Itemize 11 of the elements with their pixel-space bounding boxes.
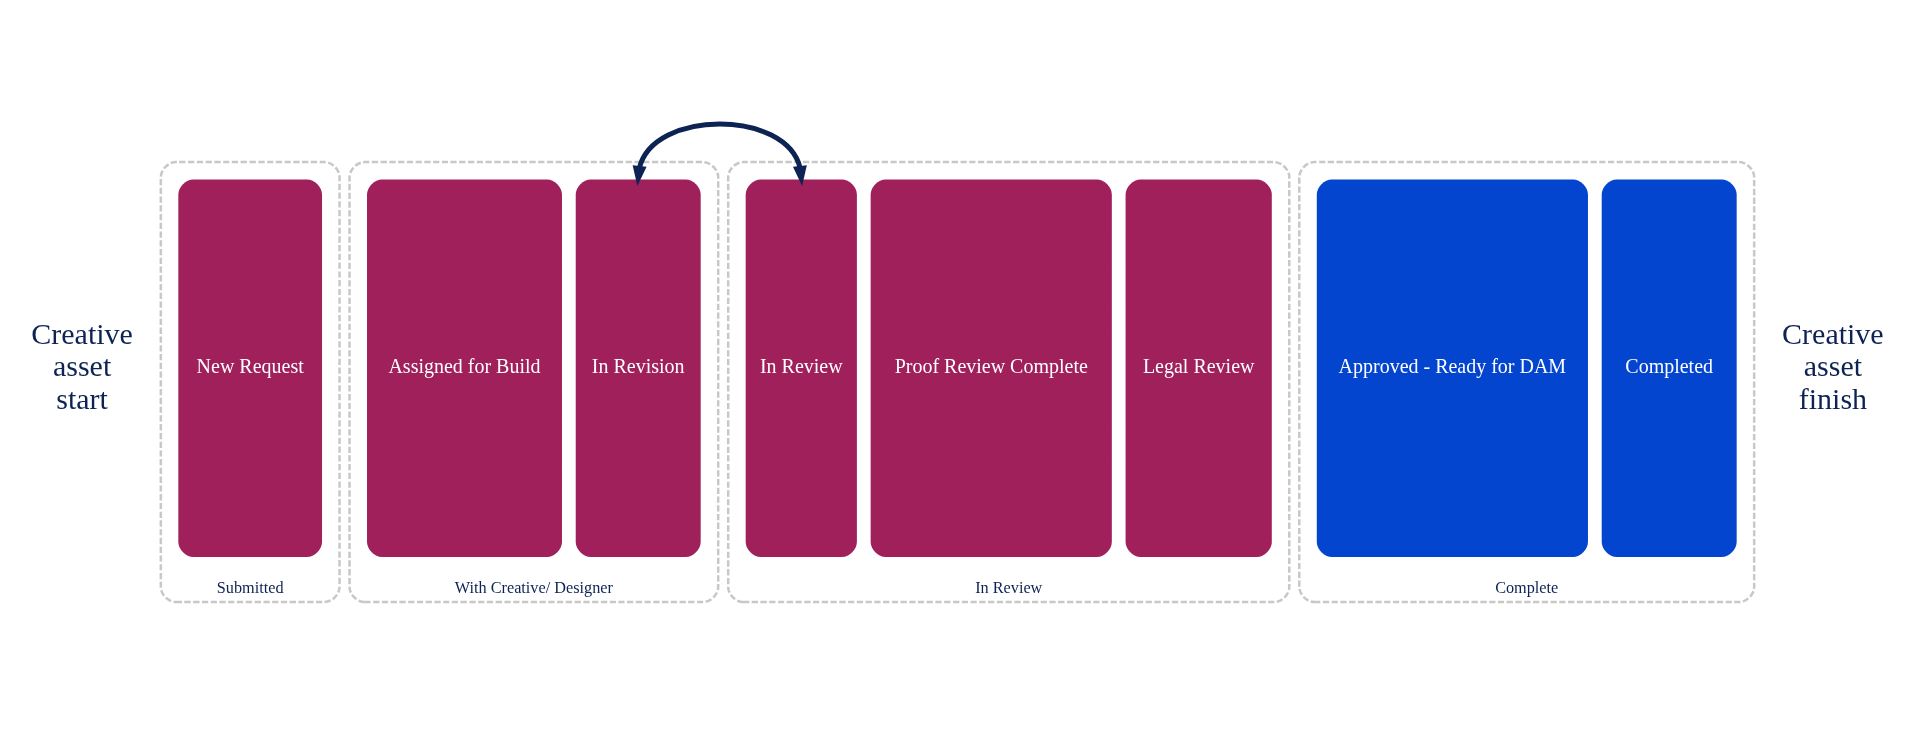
node-box: Legal Review <box>1125 179 1272 557</box>
arrow <box>632 121 807 186</box>
node-box: Assigned for Build <box>367 179 562 557</box>
node-box: Proof Review Complete <box>870 179 1112 557</box>
label: Creative asset start <box>31 316 133 415</box>
node-box: In Revision <box>575 179 701 557</box>
node-box: New Request <box>178 179 323 557</box>
label: Creative asset finish <box>1782 316 1884 415</box>
node-box: In Review <box>745 179 857 557</box>
node-box: Completed <box>1601 179 1737 557</box>
node-box: Approved - Ready for DAM <box>1316 179 1588 557</box>
